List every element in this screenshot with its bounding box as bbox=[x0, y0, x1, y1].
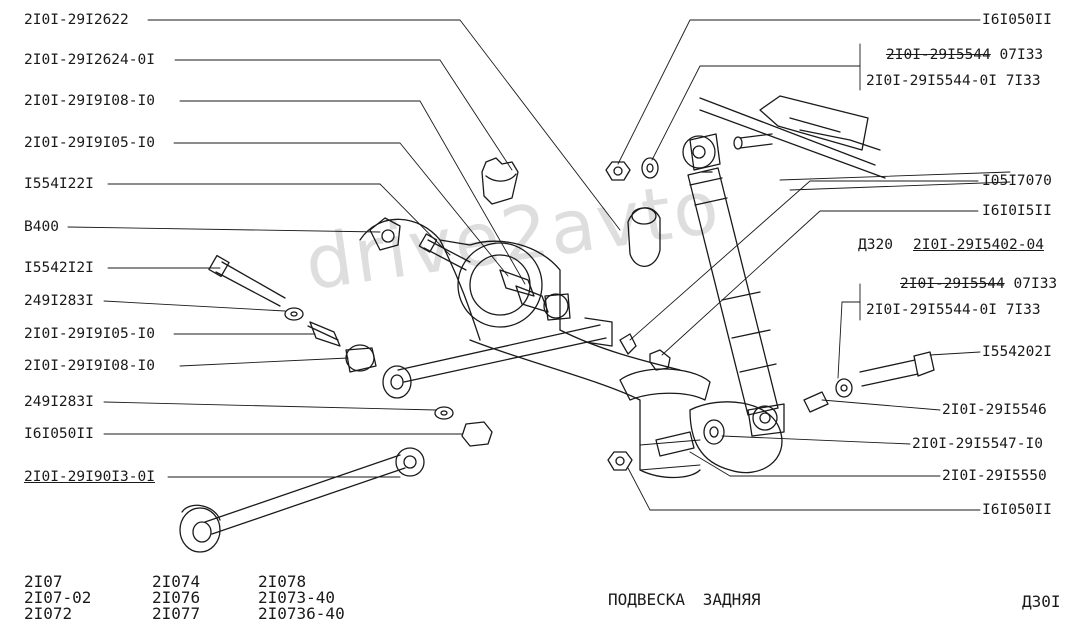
label-nut-rod: I6I050II bbox=[24, 426, 94, 442]
group-mid-new-number: 2I0I-29I5544-0I bbox=[866, 302, 997, 318]
axle-housing bbox=[359, 217, 783, 479]
group-mid-old: 2I0I-29I5544 07I33 bbox=[900, 276, 1057, 292]
model-21077: 2I077 bbox=[152, 604, 201, 623]
label-d320: Д320 bbox=[858, 237, 893, 253]
group-top-old: 2I0I-29I5544 07I33 bbox=[886, 47, 1043, 63]
label-bushing-inner-upper: 2I0I-29I9I05-I0 bbox=[24, 135, 155, 151]
label-b400: B400 bbox=[24, 219, 59, 235]
label-washer-lower: 249I283I bbox=[24, 293, 94, 309]
label-bushing-inner-lower: 2I0I-29I9I05-I0 bbox=[24, 326, 155, 342]
model-2107: 2I07 bbox=[24, 572, 63, 591]
diagram-title: ПОДВЕСКА ЗАДНЯЯ bbox=[608, 590, 761, 609]
label-bush-b: 2I0I-29I5547-I0 bbox=[912, 436, 1043, 452]
label-shock-assy: 2I0I-29I5402-04 bbox=[913, 237, 1044, 253]
label-bolt-upper: I554I22I bbox=[24, 176, 94, 192]
label-bushing-outer-lower: 2I0I-29I9I08-I0 bbox=[24, 358, 155, 374]
label-bush-c: 2I0I-29I5550 bbox=[942, 468, 1047, 484]
group-mid-old-number: 2I0I-29I5544 bbox=[900, 276, 1005, 292]
model-21073-40: 2I073-40 bbox=[258, 588, 336, 607]
model-21074: 2I074 bbox=[152, 572, 201, 591]
right-fasteners bbox=[605, 157, 935, 471]
model-21078: 2I078 bbox=[258, 572, 307, 591]
upper-rod bbox=[382, 317, 613, 399]
label-washer-rod: 249I283I bbox=[24, 394, 94, 410]
group-top-old-suffix: 07I33 bbox=[999, 47, 1044, 63]
label-rod-bracket: 2I0I-29I2622 bbox=[24, 12, 129, 28]
label-rod-bracket-01: 2I0I-29I2624-0I bbox=[24, 52, 155, 68]
sheet-code: Д30I bbox=[1022, 592, 1061, 611]
group-top-new-suffix: 7I33 bbox=[1005, 73, 1041, 89]
model-210736-40: 2I0736-40 bbox=[258, 604, 345, 623]
group-mid-old-suffix: 07I33 bbox=[1013, 276, 1058, 292]
group-top-new: 2I0I-29I5544-0I 7I33 bbox=[866, 73, 1041, 89]
label-nut-bottom: I6I050II bbox=[982, 502, 1052, 518]
shock-absorber bbox=[682, 133, 785, 437]
bump-stops bbox=[481, 157, 661, 267]
label-bush-a: 2I0I-29I5546 bbox=[942, 402, 1047, 418]
body-frame bbox=[699, 95, 1011, 191]
group-mid-new-suffix: 7I33 bbox=[1005, 302, 1041, 318]
group-top-new-number: 2I0I-29I5544-0I bbox=[866, 73, 997, 89]
model-2107-02: 2I07-02 bbox=[24, 588, 92, 607]
group-top-old-number: 2I0I-29I5544 bbox=[886, 47, 991, 63]
label-shock-bottom-nut: I6I0I5II bbox=[982, 203, 1052, 219]
model-21072: 2I072 bbox=[24, 604, 73, 623]
label-bolt-a: I05I7070 bbox=[982, 173, 1052, 189]
model-21076: 2I076 bbox=[152, 588, 201, 607]
leader-lines-right bbox=[617, 19, 981, 511]
label-bolt-b: I554202I bbox=[982, 344, 1052, 360]
label-lower-rod-assy: 2I0I-29I90I3-0I bbox=[24, 469, 155, 485]
label-bushing-outer-upper: 2I0I-29I9I08-I0 bbox=[24, 93, 155, 109]
label-bolt-lower: I5542I2I bbox=[24, 260, 94, 276]
left-fasteners bbox=[208, 233, 571, 447]
label-nut-top: I6I050II bbox=[982, 12, 1052, 28]
leader-lines-left bbox=[67, 19, 621, 478]
lower-rod bbox=[179, 447, 425, 553]
group-mid-new: 2I0I-29I5544-0I 7I33 bbox=[866, 302, 1041, 318]
